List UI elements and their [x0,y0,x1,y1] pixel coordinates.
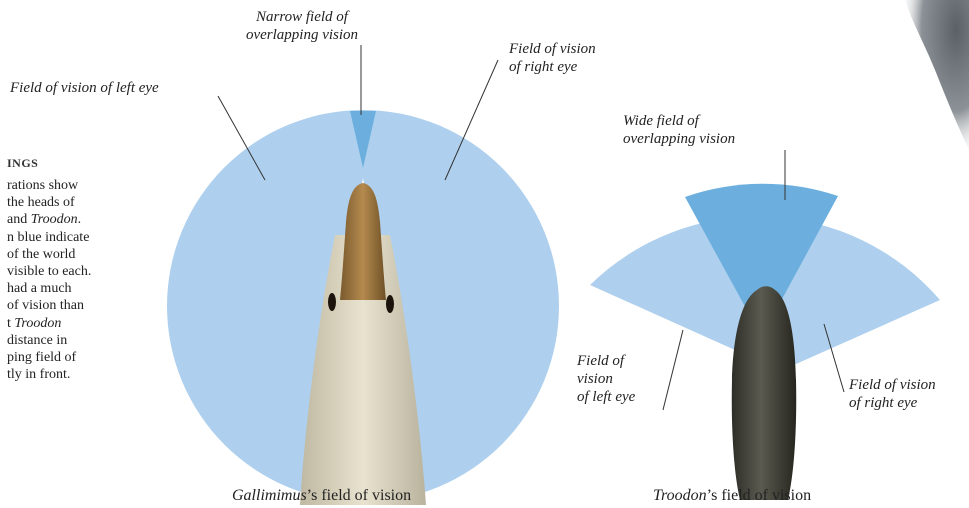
side-panel-line: had a much [7,280,91,297]
side-panel-line: t Troodon [7,315,91,332]
side-panel-fragment: n blue indicate [7,230,89,245]
label-narrow-overlap: Narrow field of overlapping vision [202,8,402,44]
label-right-line1: Field of vision [509,40,596,58]
side-panel-line: n blue indicate [7,229,91,246]
caption-troodon-name: Troodon [653,487,707,504]
side-panel-line: of the world [7,246,91,263]
side-panel-line: and Troodon. [7,211,91,228]
caption-troodon: Troodon’s field of vision [653,486,811,506]
label-troodon-left-line3: of left eye [577,388,635,406]
side-panel-fragment: rations show [7,178,78,193]
side-panel-fragment: ping field of [7,350,76,365]
caption-gallimimus: Gallimimus’s field of vision [232,486,411,506]
troodon-head [732,286,796,500]
label-wide-line1: Wide field of [623,112,735,130]
side-panel-fragment: . [78,212,82,227]
side-panel-fragment: visible to each. [7,264,91,279]
label-left-eye-gallimimus: Field of vision of left eye [10,79,159,97]
caption-gallimimus-name: Gallimimus [232,487,307,504]
label-wide-overlap: Wide field of overlapping vision [623,112,735,148]
label-narrow-line2: overlapping vision [202,26,402,44]
side-panel-fragment: and [7,212,31,227]
gallimimus-right-eye [386,295,394,313]
side-panel-line: of vision than [7,297,91,314]
side-panel-fragment: of vision than [7,298,84,313]
side-panel-line: distance in [7,332,91,349]
label-troodon-right-line1: Field of vision [849,376,936,394]
label-troodon-left-line1: Field of [577,352,635,370]
caption-troodon-rest: ’s field of vision [707,487,811,504]
side-panel-fragment: had a much [7,281,72,296]
side-panel-fragment: tly in front. [7,367,70,382]
side-panel-line: the heads of [7,194,91,211]
background-rock [905,0,969,150]
side-panel-fragment: distance in [7,333,67,348]
side-panel-italic: Troodon [31,212,78,227]
label-right-eye-gallimimus: Field of vision of right eye [509,40,596,76]
label-right-eye-troodon: Field of vision of right eye [849,376,936,412]
label-troodon-left-line2: vision [577,370,635,388]
gallimimus-field-of-vision [167,110,559,505]
gallimimus-left-eye [328,293,336,311]
caption-gallimimus-rest: ’s field of vision [307,487,411,504]
side-panel-fragment: the heads of [7,195,75,210]
label-left-eye-troodon: Field of vision of left eye [577,352,635,406]
side-panel-italic: Troodon [14,316,61,331]
side-panel-fragment: of the world [7,247,75,262]
side-panel-line: rations show [7,177,91,194]
label-narrow-line1: Narrow field of [202,8,402,26]
leader-left-eye-troodon [663,330,683,410]
side-panel-line: ping field of [7,349,91,366]
side-panel-line: visible to each. [7,263,91,280]
side-panel-heading: INGS [7,156,38,171]
label-wide-line2: overlapping vision [623,130,735,148]
side-panel-line: tly in front. [7,366,91,383]
label-troodon-right-line2: of right eye [849,394,936,412]
troodon-field-of-vision [590,184,940,500]
label-right-line2: of right eye [509,58,596,76]
